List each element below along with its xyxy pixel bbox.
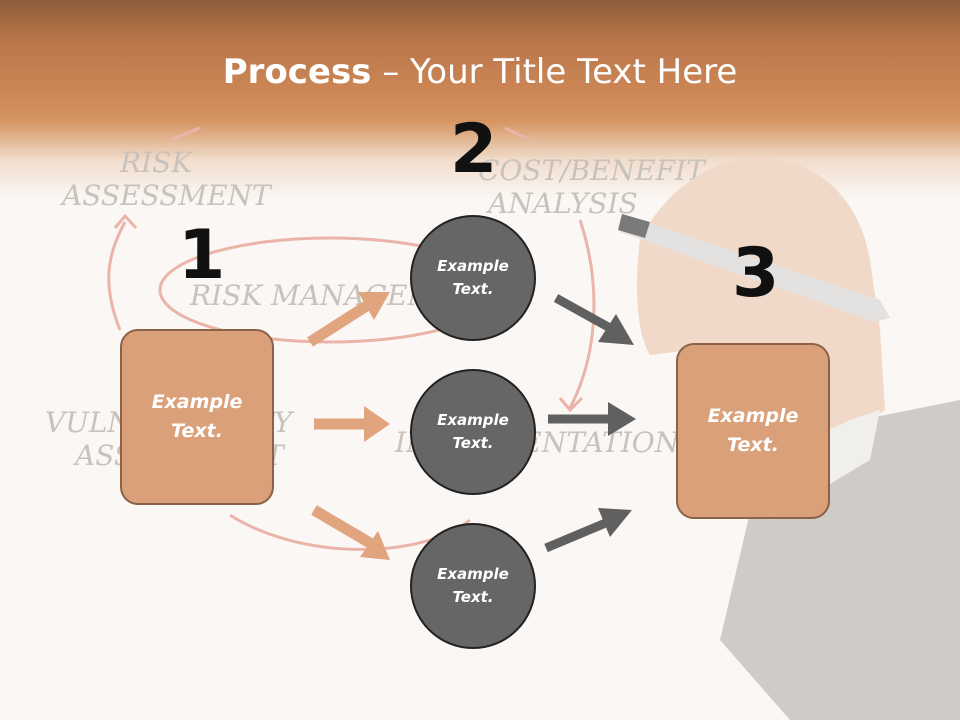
title-bold: Process: [222, 52, 372, 92]
circle-middle-line2: Text.: [452, 434, 494, 452]
sketch-analysis-label: ANALYSIS: [485, 187, 638, 220]
circle-top-line1: Example: [437, 257, 509, 275]
sketch-risk-label: RISK: [119, 146, 194, 179]
step-number-1: 1: [178, 216, 226, 295]
slide-title: Process – Your Title Text Here: [0, 52, 960, 92]
sketch-assessment-label: ASSESSMENT: [59, 179, 273, 212]
sketch-cost-benefit-label: COST/BENEFIT: [478, 154, 707, 187]
left-box-line2: Text.: [171, 420, 223, 442]
title-rest: – Your Title Text Here: [371, 52, 738, 92]
arrow-left-to-bottom: [311, 505, 390, 560]
circle-middle-line1: Example: [437, 411, 509, 429]
right-box-line1: Example: [707, 405, 799, 427]
circle-top-line2: Text.: [452, 280, 494, 298]
arrow-middle-to-right: [548, 402, 636, 436]
step-number-3: 3: [732, 234, 780, 313]
left-box-line1: Example: [151, 391, 243, 413]
arrow-left-to-middle: [314, 406, 390, 442]
step-number-2: 2: [450, 110, 498, 189]
arrow-left-to-top: [307, 292, 390, 347]
circle-bottom-line2: Text.: [452, 588, 494, 606]
right-box-line2: Text.: [727, 434, 779, 456]
arrow-bottom-to-right: [544, 508, 632, 553]
circle-bottom-line1: Example: [437, 565, 509, 583]
arrow-top-to-right: [553, 294, 634, 345]
